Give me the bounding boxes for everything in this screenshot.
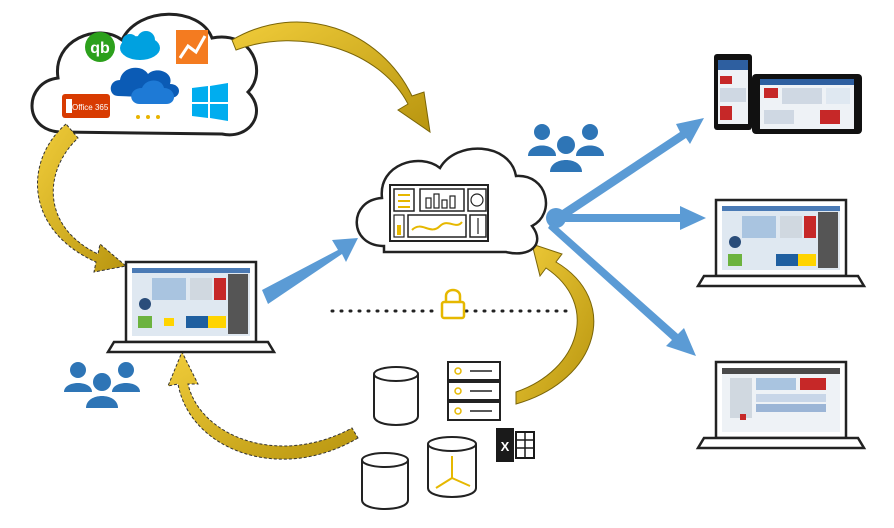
dashboard-cloud-icon	[355, 147, 548, 255]
people-icon	[528, 124, 604, 172]
laptop-viewer-icon	[695, 360, 867, 450]
database-icon	[361, 452, 409, 510]
google-analytics-icon	[176, 30, 208, 64]
database-icon	[373, 366, 419, 426]
laptop-viewer-icon	[695, 198, 867, 288]
windows-icon	[192, 83, 228, 121]
arrow-data-to-cloud	[515, 243, 595, 405]
publish-arrow	[262, 238, 358, 304]
people-icon	[64, 362, 140, 408]
lock-icon	[440, 288, 466, 320]
arrow-data-to-laptop	[167, 350, 359, 460]
distribution-arrows	[546, 118, 706, 356]
office365-icon	[62, 94, 110, 118]
arrow-sources-to-laptop	[37, 123, 128, 273]
arrow-sources-to-cloud	[231, 21, 431, 134]
more-sources-dots	[136, 115, 160, 119]
phone-icon	[714, 54, 752, 130]
svg-text:qb: qb	[90, 40, 110, 57]
server-icon	[447, 361, 501, 421]
cube-database-icon	[427, 436, 477, 498]
salesforce-icon	[120, 31, 160, 60]
laptop-designer-icon	[105, 260, 277, 354]
excel-icon: X	[496, 428, 535, 462]
quickbooks-icon: qb	[85, 32, 115, 62]
tablet-icon	[752, 74, 862, 134]
office365-label: Office 365	[72, 103, 109, 112]
onedrive-icon	[110, 67, 179, 104]
svg-text:X: X	[501, 439, 510, 454]
